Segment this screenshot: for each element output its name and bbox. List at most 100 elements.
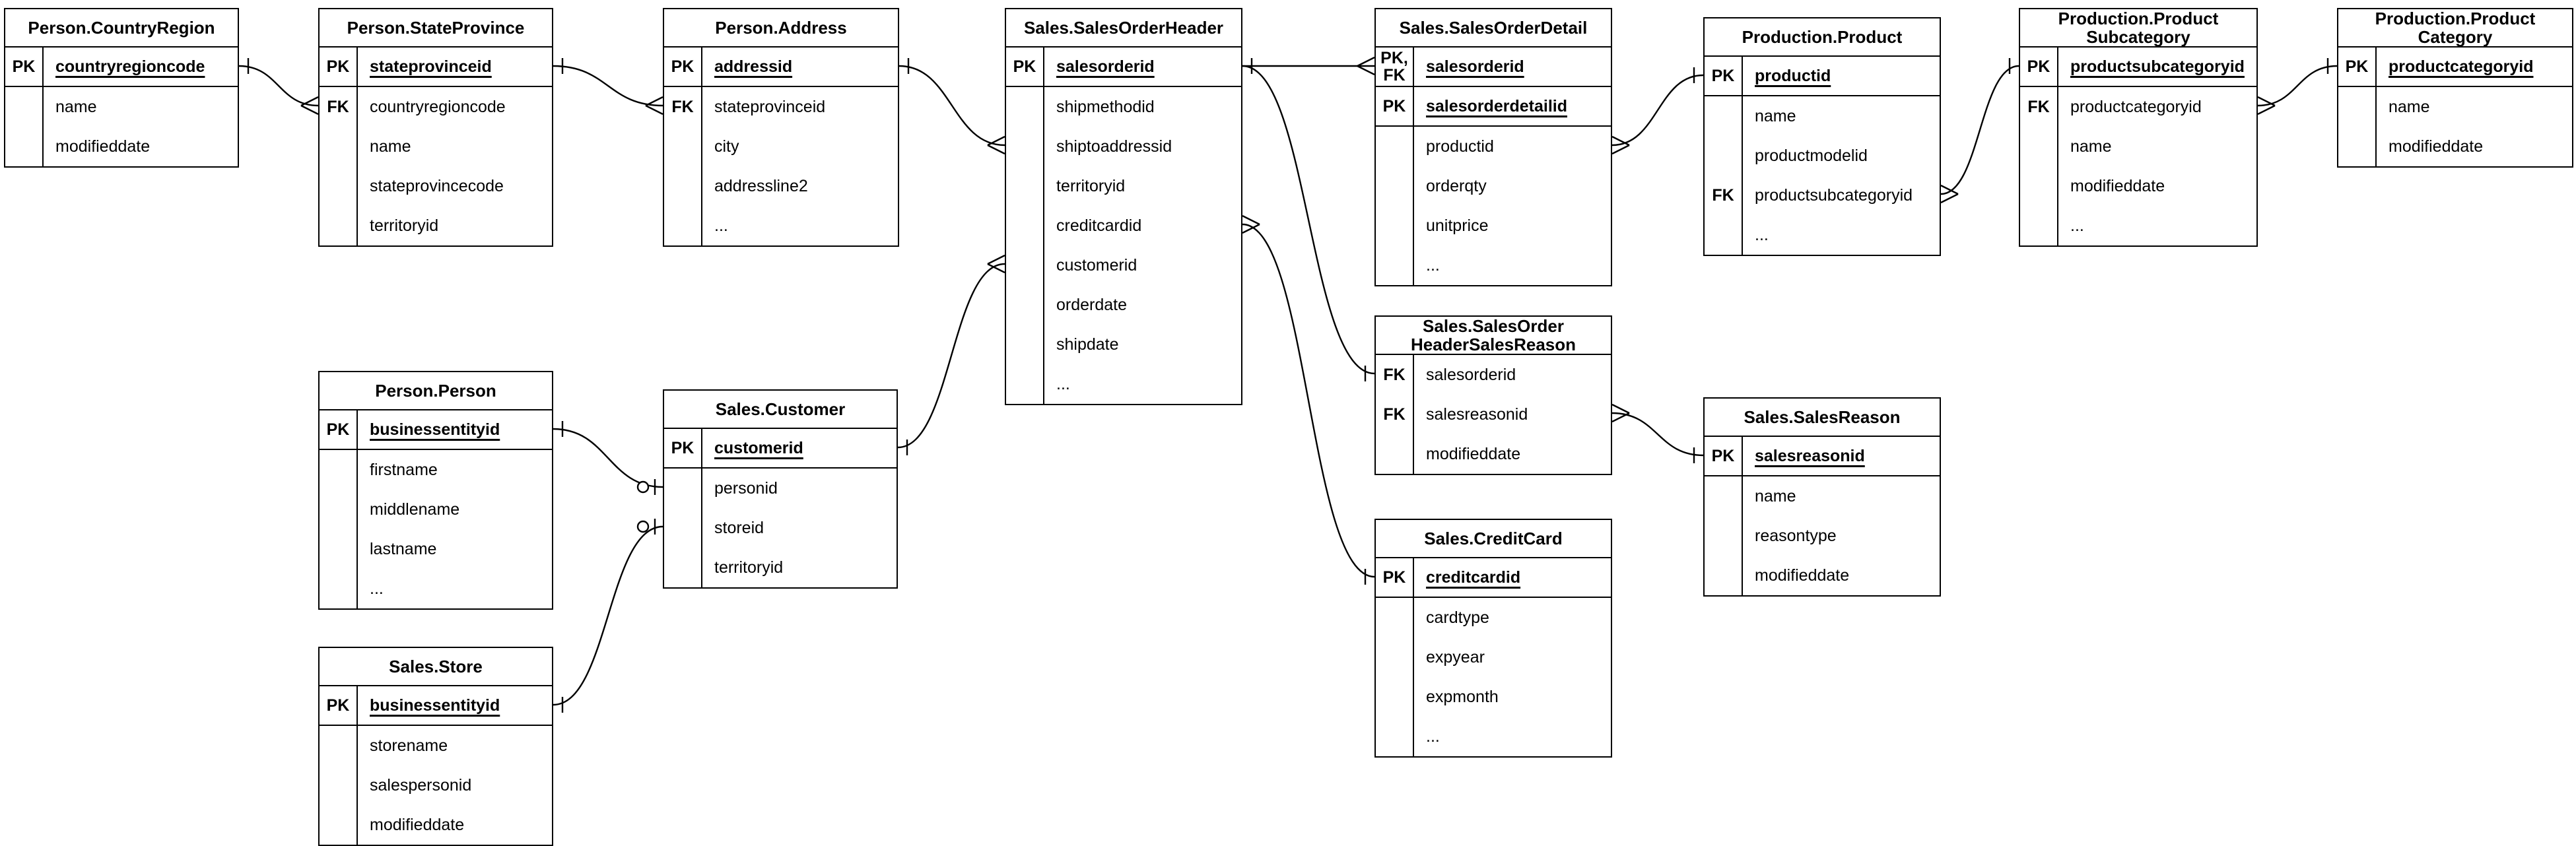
key-label-sales-salesreason-reasontype bbox=[1705, 516, 1743, 556]
key-label-sales-store-salespersonid bbox=[320, 765, 358, 805]
field-name-sales-salesreason-reasontype: reasontype bbox=[1755, 526, 1837, 545]
table-row-sales-salesreason-modifieddate: modifieddate bbox=[1705, 556, 1940, 595]
field-name-production-product-productmodelid: productmodelid bbox=[1755, 146, 1868, 165]
table-row-production-product-productmodelid: productmodelid bbox=[1705, 136, 1940, 176]
field-name-person-person-lastname: lastname bbox=[370, 539, 437, 558]
key-label-production-product-productsubcategoryid: FK bbox=[1705, 176, 1743, 215]
key-label-sales-salesorderheader-shipmethodid bbox=[1006, 87, 1044, 127]
key-label-sales-creditcard-ellipsis bbox=[1376, 717, 1414, 756]
field-name-person-person-firstname: firstname bbox=[370, 460, 438, 479]
key-label-person-address-addressline2 bbox=[664, 166, 702, 206]
table-row-person-person-firstname: firstname bbox=[320, 450, 552, 490]
key-label-sales-customer-storeid bbox=[664, 508, 702, 548]
key-label-sales-salesreason-name bbox=[1705, 476, 1743, 516]
key-label-sales-salesorderheadersalesreason-salesreasonid: FK bbox=[1376, 395, 1414, 434]
field-name-production-productcategory-modifieddate: modifieddate bbox=[2389, 137, 2484, 156]
table-row-sales-creditcard-expmonth: expmonth bbox=[1376, 677, 1611, 717]
key-label-person-address-addressid: PK bbox=[664, 48, 702, 86]
field-name-person-stateprovince-stateprovinceid: stateprovinceid bbox=[370, 57, 492, 76]
field-name-production-product-name: name bbox=[1755, 106, 1796, 125]
key-label-sales-customer-territoryid bbox=[664, 548, 702, 587]
field-name-sales-salesorderdetail-productid: productid bbox=[1426, 137, 1494, 156]
key-label-person-address-ellipsis bbox=[664, 206, 702, 245]
key-label-sales-salesorderdetail-salesorderid: PK, FK bbox=[1376, 48, 1414, 86]
table-title-sales-salesorderheadersalesreason: Sales.SalesOrder HeaderSalesReason bbox=[1376, 317, 1611, 355]
table-row-sales-creditcard-ellipsis: ... bbox=[1376, 717, 1611, 756]
field-name-person-stateprovince-stateprovincecode: stateprovincecode bbox=[370, 176, 504, 195]
table-row-production-productsubcategory-name: name bbox=[2020, 127, 2256, 166]
marker-many-crowsfoot-product-productsubcategory bbox=[1940, 193, 1959, 204]
table-row-person-address-addressid: PK addressid bbox=[664, 48, 898, 87]
table-title-sales-store: Sales.Store bbox=[320, 648, 552, 686]
table-row-production-product-ellipsis: ... bbox=[1705, 215, 1940, 255]
key-label-sales-salesorderdetail-productid bbox=[1376, 127, 1414, 166]
marker-many-crowsfoot-stateprovince-address bbox=[645, 104, 663, 115]
field-name-sales-salesorderheadersalesreason-modifieddate: modifieddate bbox=[1426, 444, 1521, 463]
key-label-person-person-ellipsis bbox=[320, 569, 358, 608]
table-row-sales-store-storename: storename bbox=[320, 726, 552, 765]
key-label-sales-salesorderdetail-ellipsis bbox=[1376, 245, 1414, 285]
table-title-sales-salesreason: Sales.SalesReason bbox=[1705, 399, 1940, 437]
key-label-production-productsubcategory-modifieddate bbox=[2020, 166, 2058, 206]
table-row-sales-salesorderdetail-productid: productid bbox=[1376, 127, 1611, 166]
table-row-sales-salesorderdetail-unitprice: unitprice bbox=[1376, 206, 1611, 245]
marker-many-crowsfoot-stateprovince-address bbox=[645, 96, 663, 107]
table-title-person-address: Person.Address bbox=[664, 9, 898, 48]
field-name-production-productsubcategory-productsubcategoryid: productsubcategoryid bbox=[2070, 57, 2245, 76]
field-name-person-person-businessentityid: businessentityid bbox=[370, 420, 500, 439]
field-name-sales-customer-storeid: storeid bbox=[714, 518, 764, 537]
table-row-sales-salesorderheader-shipmethodid: shipmethodid bbox=[1006, 87, 1241, 127]
field-name-sales-salesorderdetail-salesorderid: salesorderid bbox=[1426, 57, 1524, 76]
relationship-store-customer bbox=[553, 525, 663, 706]
relationship-salesorderdetail-product bbox=[1611, 74, 1704, 146]
field-name-person-address-addressid: addressid bbox=[714, 57, 793, 76]
table-title-sales-customer: Sales.Customer bbox=[664, 391, 897, 429]
field-name-sales-salesreason-salesreasonid: salesreasonid bbox=[1755, 446, 1865, 465]
marker-many-crowsfoot-headersalesreason-salesreason bbox=[1611, 403, 1630, 414]
table-title-sales-salesorderheader: Sales.SalesOrderHeader bbox=[1006, 9, 1241, 48]
key-label-sales-customer-personid bbox=[664, 469, 702, 508]
key-label-person-address-stateprovinceid: FK bbox=[664, 87, 702, 127]
field-name-sales-creditcard-expyear: expyear bbox=[1426, 647, 1485, 667]
table-row-person-countryregion-name: name bbox=[5, 87, 238, 127]
marker-many-crowsfoot-countryregion-stateprovince bbox=[300, 104, 319, 115]
field-name-production-productsubcategory-productcategoryid: productcategoryid bbox=[2070, 97, 2202, 116]
table-row-person-address-addressline2: addressline2 bbox=[664, 166, 898, 206]
field-name-sales-salesorderheader-shiptoaddressid: shiptoaddressid bbox=[1056, 137, 1172, 156]
key-label-sales-salesorderheader-customerid bbox=[1006, 245, 1044, 285]
relationship-headersalesreason-salesreason bbox=[1611, 412, 1704, 457]
field-name-person-countryregion-countryregioncode: countryregioncode bbox=[55, 57, 205, 76]
field-name-sales-salesorderheadersalesreason-salesreasonid: salesreasonid bbox=[1426, 405, 1528, 424]
field-name-production-productsubcategory-modifieddate: modifieddate bbox=[2070, 176, 2165, 195]
field-name-person-person-ellipsis: ... bbox=[370, 579, 384, 598]
table-title-sales-salesorderdetail: Sales.SalesOrderDetail bbox=[1376, 9, 1611, 48]
table-row-person-address-city: city bbox=[664, 127, 898, 166]
field-name-sales-salesorderheadersalesreason-salesorderid: salesorderid bbox=[1426, 365, 1516, 384]
field-name-sales-salesreason-name: name bbox=[1755, 486, 1796, 505]
field-name-person-person-middlename: middlename bbox=[370, 500, 460, 519]
key-label-sales-store-modifieddate bbox=[320, 805, 358, 845]
table-row-sales-salesorderdetail-ellipsis: ... bbox=[1376, 245, 1611, 285]
key-label-sales-salesorderheader-orderdate bbox=[1006, 285, 1044, 325]
key-label-sales-salesorderheader-territoryid bbox=[1006, 166, 1044, 206]
key-label-person-stateprovince-territoryid bbox=[320, 206, 358, 245]
table-row-sales-salesorderdetail-salesorderid: PK, FK salesorderid bbox=[1376, 48, 1611, 87]
relationship-address-salesorderheader bbox=[898, 65, 1005, 146]
key-label-production-product-productid: PK bbox=[1705, 57, 1743, 95]
key-label-production-productcategory-productcategoryid: PK bbox=[2338, 48, 2377, 86]
key-label-production-productsubcategory-productsubcategoryid: PK bbox=[2020, 48, 2058, 86]
table-row-sales-store-modifieddate: modifieddate bbox=[320, 805, 552, 845]
key-label-production-productsubcategory-productcategoryid: FK bbox=[2020, 87, 2058, 127]
field-name-person-countryregion-modifieddate: modifieddate bbox=[55, 137, 151, 156]
marker-many-crowsfoot-address-salesorderheader bbox=[987, 135, 1005, 146]
marker-many-crowsfoot-customer-salesorderheader bbox=[987, 263, 1005, 274]
